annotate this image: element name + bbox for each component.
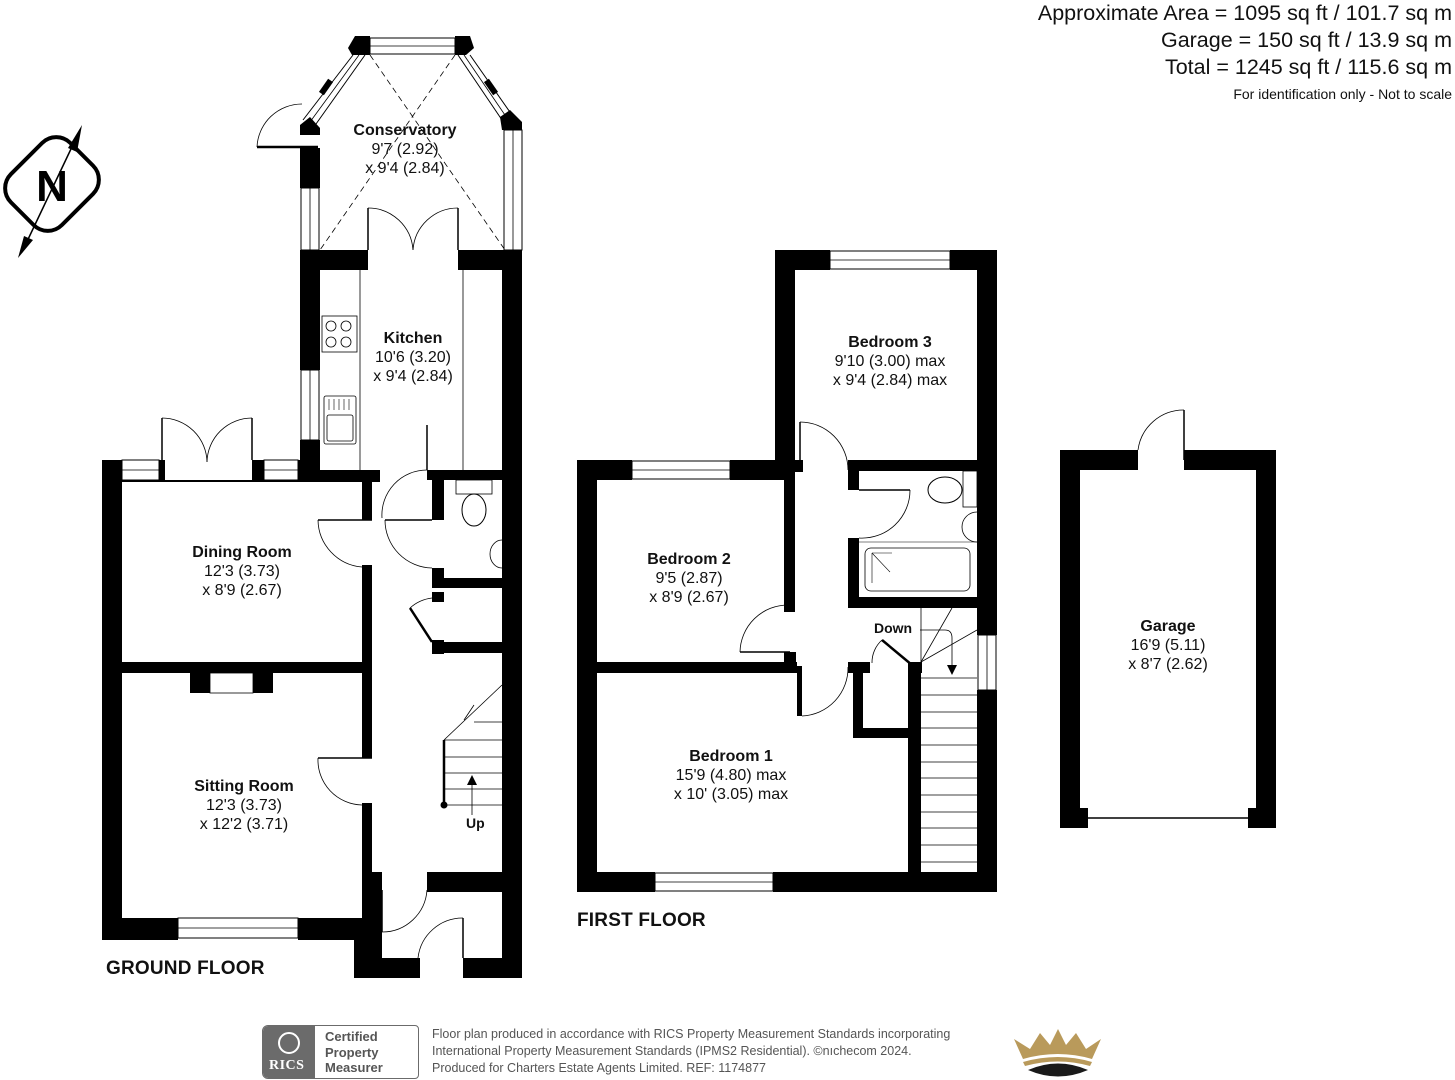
rics-brand-panel: RICS [263,1026,315,1078]
area-summary: Approximate Area = 1095 sq ft / 101.7 sq… [1038,0,1452,103]
room-width: x 12'2 (3.71) [199,816,289,833]
room-length: 9'10 (3.00) max [834,353,946,370]
first-floor-title: FIRST FLOOR [577,910,706,931]
room-name: Conservatory [353,122,457,139]
room-length: 16'9 (5.11) [1130,637,1206,654]
room-bedroom-1: Bedroom 1 15'9 (4.80) max x 10' (3.05) m… [674,747,788,804]
total-area: Total = 1245 sq ft / 115.6 sq m [1164,55,1452,79]
north-compass-icon: N [3,125,101,258]
room-width: x 8'9 (2.67) [649,589,729,606]
room-name: Bedroom 2 [647,551,731,568]
room-name: Sitting Room [194,778,294,795]
room-dining-room: Dining Room 12'3 (3.73) x 8'9 (2.67) [192,543,292,600]
footer-note-line: Floor plan produced in accordance with R… [432,1027,951,1041]
room-width: x 8'7 (2.62) [1128,656,1208,673]
ground-floor-walls [102,36,523,978]
rics-certified-badge: RICS Certified Property Measurer [262,1025,419,1079]
badge-line-property: Property [325,1044,379,1060]
badge-line-measurer: Measurer [325,1060,383,1075]
footer-note-line: Produced for Charters Estate Agents Limi… [432,1061,766,1075]
first-floor-walls [577,250,997,892]
room-length: 12'3 (3.73) [205,797,282,814]
room-bedroom-2: Bedroom 2 9'5 (2.87) x 8'9 (2.67) [647,550,731,607]
room-width: x 9'4 (2.84) [365,160,445,177]
ground-floor-title: GROUND FLOOR [106,958,265,979]
garage-area: Garage = 150 sq ft / 13.9 sq m [1160,28,1452,52]
badge-line-certified: Certified [325,1029,378,1044]
room-kitchen: Kitchen 10'6 (3.20) x 9'4 (2.84) [373,329,453,386]
room-width: x 9'4 (2.84) [373,368,453,385]
stairs-down-label: Down [874,620,913,636]
scale-disclaimer: For identification only - Not to scale [1233,86,1452,102]
rics-wordmark: RICS [269,1058,305,1073]
room-name: Bedroom 3 [848,334,932,351]
room-length: 9'7 (2.92) [371,141,439,158]
svg-text:N: N [36,162,68,211]
footer-note-line: International Property Measurement Stand… [432,1044,912,1058]
room-sitting-room: Sitting Room 12'3 (3.73) x 12'2 (3.71) [194,777,294,834]
room-name: Garage [1140,618,1196,635]
room-name: Dining Room [192,544,292,561]
room-width: x 10' (3.05) max [673,786,789,803]
rics-lion-icon [278,1032,300,1054]
footer-notes: Floor plan produced in accordance with R… [432,1026,950,1077]
room-conservatory: Conservatory 9'7 (2.92) x 9'4 (2.84) [353,121,456,178]
room-garage: Garage 16'9 (5.11) x 8'7 (2.62) [1128,617,1208,674]
room-name: Kitchen [383,330,443,347]
room-length: 15'9 (4.80) max [675,767,787,784]
stairs-up-label: Up [466,815,485,831]
room-width: x 8'9 (2.67) [202,582,282,599]
garage-walls [1060,409,1276,828]
room-name: Bedroom 1 [689,748,773,765]
room-bedroom-3: Bedroom 3 9'10 (3.00) max x 9'4 (2.84) m… [833,333,947,390]
approximate-area: Approximate Area = 1095 sq ft / 101.7 sq… [1037,1,1452,25]
crown-logo-icon [1014,1029,1101,1077]
rics-badge-text: Certified Property Measurer [325,1029,383,1076]
room-length: 9'5 (2.87) [655,570,723,587]
room-length: 12'3 (3.73) [203,563,280,580]
room-length: 10'6 (3.20) [374,349,451,366]
room-width: x 9'4 (2.84) max [832,372,948,389]
